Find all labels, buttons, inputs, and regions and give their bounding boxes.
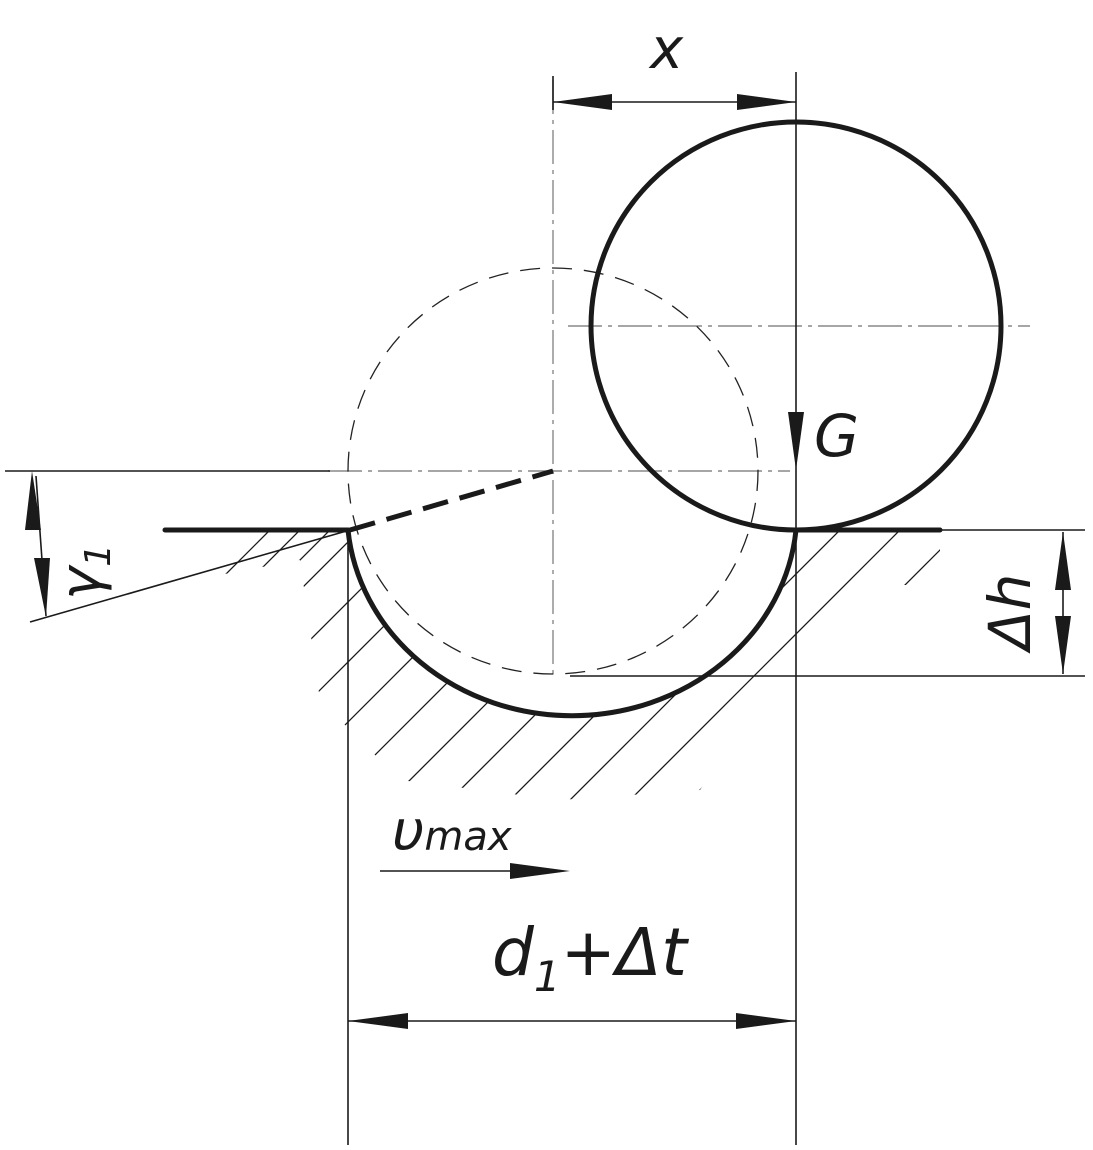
label-velocity-main: υ <box>392 799 424 864</box>
label-gamma-main: γ <box>49 564 114 600</box>
label-x: x <box>648 17 684 82</box>
label-d-rest: +Δt <box>561 914 689 991</box>
angle-gamma-dimension <box>25 471 50 617</box>
velocity-arrow <box>380 863 570 879</box>
label-delta-h-text: Δh <box>976 574 1044 654</box>
label-velocity-subscript: max <box>424 814 511 860</box>
hatched-material <box>165 530 940 800</box>
extension-lines <box>5 72 1085 1145</box>
indentation-arc <box>345 527 799 719</box>
center-lines <box>328 80 1030 680</box>
label-gamma-subscript: 1 <box>78 544 119 567</box>
label-d-main: d <box>492 914 535 991</box>
dimension-delta-h <box>1055 532 1071 674</box>
label-d-subscript: 1 <box>534 952 561 1001</box>
slope-line <box>29 529 351 623</box>
label-gamma: γ1 <box>49 544 119 600</box>
label-delta-h: Δh <box>976 574 1044 654</box>
label-d1-delta-t: d1+Δt <box>492 914 689 1001</box>
dimension-x <box>553 94 796 110</box>
radius-dashed-line <box>349 468 554 533</box>
force-g-arrow <box>788 412 804 470</box>
label-velocity: υmax <box>392 799 512 864</box>
dashed-circle <box>347 267 759 675</box>
svg-text:γ1: γ1 <box>49 544 119 600</box>
dimension-d1-delta-t <box>348 1013 796 1029</box>
label-g: G <box>814 402 859 470</box>
